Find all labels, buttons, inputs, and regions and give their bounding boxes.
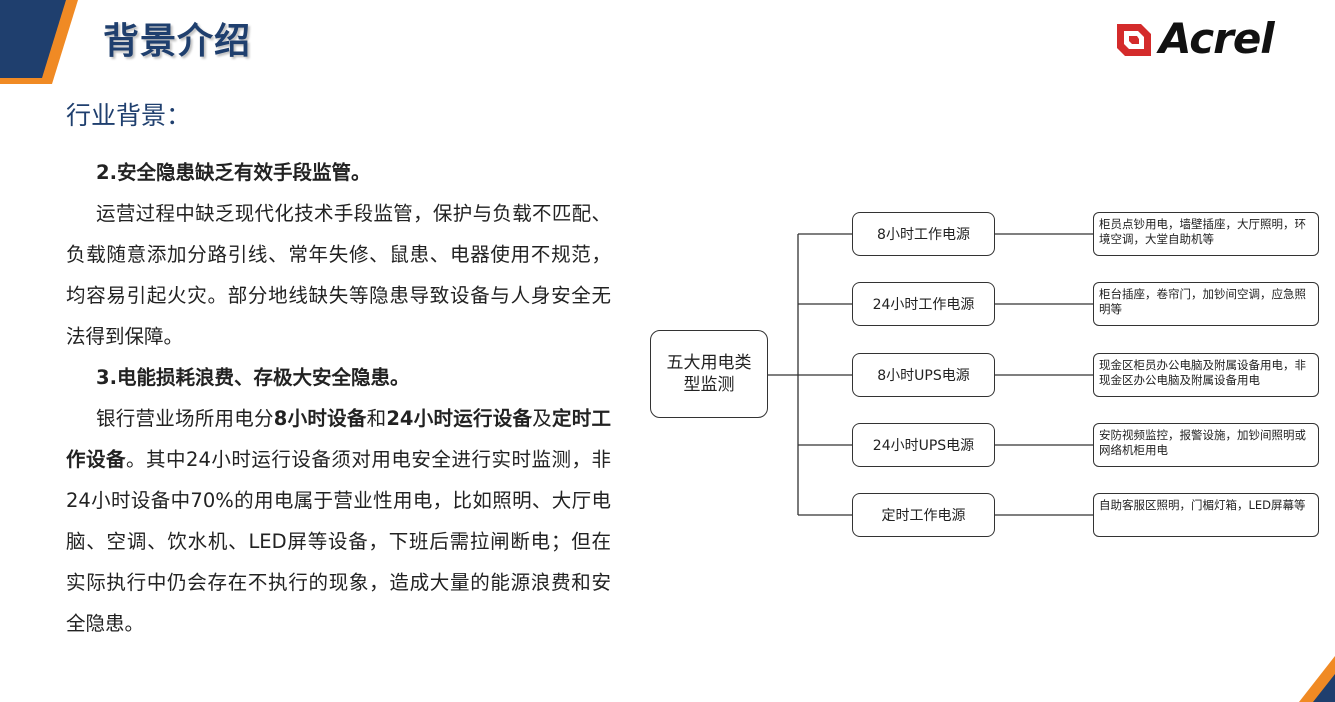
- corner-decoration-top-left: [0, 0, 78, 84]
- paragraph-1: 运营过程中缺乏现代化技术手段监管，保护与负载不匹配、负载随意添加分路引线、常年失…: [66, 202, 611, 348]
- category-node-1: 8小时工作电源: [852, 212, 995, 256]
- category-label: 8小时UPS电源: [877, 368, 970, 384]
- diagram-root-node: 五大用电类型监测: [650, 330, 768, 418]
- category-label: 24小时工作电源: [872, 297, 975, 313]
- p2-text-2: 和: [366, 407, 387, 430]
- paragraph-2: 银行营业场所用电分8小时设备和24小时运行设备及定时工作设备。其中24小时运行设…: [66, 398, 611, 644]
- page-title: 背景介绍: [103, 20, 252, 62]
- category-node-5: 定时工作电源: [852, 493, 995, 537]
- description-node-5: 自助客服区照明，门楣灯箱，LED屏幕等: [1093, 493, 1319, 537]
- p2-bold-1: 8小时设备: [273, 407, 367, 430]
- category-node-2: 24小时工作电源: [852, 282, 995, 326]
- paragraph-heading-2: 3.电能损耗浪费、存极大安全隐患。: [96, 366, 410, 389]
- corner-decoration-bottom-right: [1299, 656, 1335, 702]
- description-node-3: 现金区柜员办公电脑及附属设备用电，非现金区办公电脑及附属设备用电: [1093, 353, 1319, 397]
- category-label: 24小时UPS电源: [872, 438, 975, 454]
- category-node-3: 8小时UPS电源: [852, 353, 995, 397]
- p2-bold-3: 定时工作设备: [66, 407, 611, 471]
- logo-text: Acrel: [1159, 14, 1275, 63]
- diagram-root-label: 五大用电类型监测: [666, 353, 752, 395]
- acrel-logo-icon: [1117, 23, 1151, 56]
- body-text: 2.安全隐患缺乏有效手段监管。 运营过程中缺乏现代化技术手段监管，保护与负载不匹…: [66, 152, 611, 644]
- p2-text-4: 。其中24小时运行设备须对用电安全进行实时监测，非24小时设备中70%的用电属于…: [66, 448, 611, 635]
- description-node-1: 柜员点钞用电，墙壁插座，大厅照明，环境空调，大堂自助机等: [1093, 212, 1319, 256]
- paragraph-heading-1: 2.安全隐患缺乏有效手段监管。: [96, 161, 371, 184]
- category-node-4: 24小时UPS电源: [852, 423, 995, 467]
- category-label: 定时工作电源: [881, 508, 966, 524]
- p2-text-3: 及: [532, 407, 552, 430]
- acrel-logo: Acrel: [1115, 14, 1275, 63]
- p2-text-1: 银行营业场所用电分: [96, 407, 274, 430]
- section-subtitle: 行业背景：: [66, 101, 192, 130]
- description-node-2: 柜台插座，卷帘门，加钞间空调，应急照明等: [1093, 282, 1319, 326]
- description-node-4: 安防视频监控，报警设施，加钞间照明或网络机柜用电: [1093, 423, 1319, 467]
- category-label: 8小时工作电源: [877, 227, 970, 243]
- p2-bold-2: 24小时运行设备: [386, 407, 533, 430]
